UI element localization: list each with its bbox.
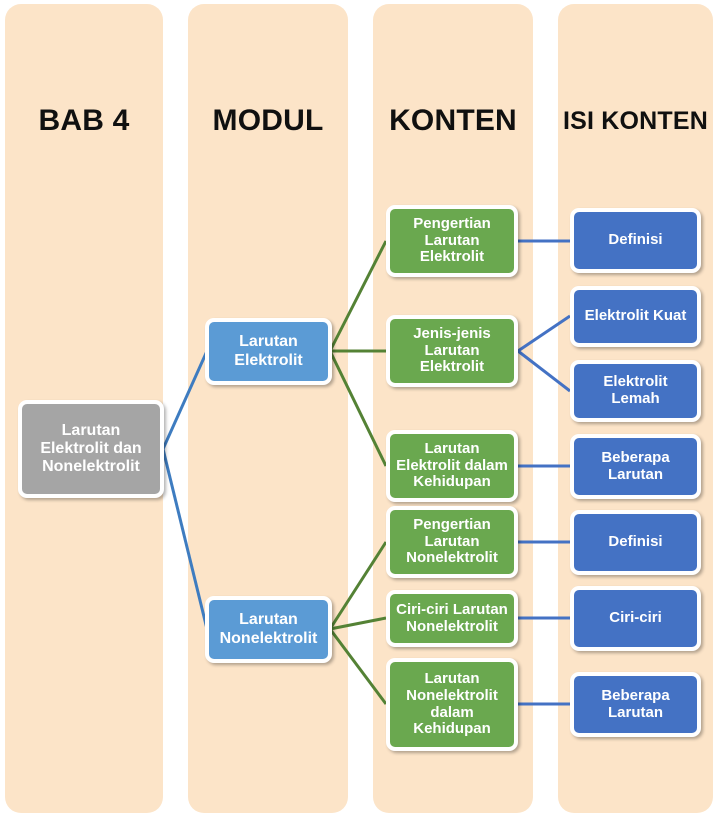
node-konten-pengertian-larutan-nonelektrolit[interactable]: Pengertian Larutan Nonelektrolit [386, 506, 518, 578]
node-konten-jenis-jenis-larutan-elektrolit[interactable]: Jenis-jenis Larutan Elektrolit [386, 315, 518, 387]
node-isi-ciri-ciri[interactable]: Ciri-ciri [570, 586, 701, 651]
column-title-konten: KONTEN [389, 104, 517, 137]
column-title-isi-konten: ISI KONTEN [562, 107, 709, 135]
node-konten-ciri-ciri-larutan-nonelektrolit[interactable]: Ciri-ciri Larutan Nonelektrolit [386, 590, 518, 647]
column-title-bab: BAB 4 [38, 104, 130, 137]
node-konten-larutan-elektrolit-dalam-kehidupan[interactable]: Larutan Elektrolit dalam Kehidupan [386, 430, 518, 502]
node-isi-definisi-nonelektrolit[interactable]: Definisi [570, 510, 701, 575]
node-module-larutan-nonelektrolit[interactable]: Larutan Nonelektrolit [205, 596, 332, 663]
node-konten-pengertian-larutan-elektrolit[interactable]: Pengertian Larutan Elektrolit [386, 205, 518, 277]
node-chapter-larutan-elektrolit-dan-nonelektrolit[interactable]: Larutan Elektrolit dan Nonelektrolit [18, 400, 164, 498]
node-isi-definisi-elektrolit[interactable]: Definisi [570, 208, 701, 273]
node-module-larutan-elektrolit[interactable]: Larutan Elektrolit [205, 318, 332, 385]
column-band-modul [188, 4, 348, 813]
node-konten-larutan-nonelektrolit-dalam-kehidupan[interactable]: Larutan Nonelektrolit dalam Kehidupan [386, 658, 518, 751]
node-isi-beberapa-larutan-nonelektrolit[interactable]: Beberapa Larutan [570, 672, 701, 737]
node-isi-beberapa-larutan-elektrolit[interactable]: Beberapa Larutan [570, 434, 701, 499]
node-isi-elektrolit-kuat[interactable]: Elektrolit Kuat [570, 286, 701, 347]
node-isi-elektrolit-lemah[interactable]: Elektrolit Lemah [570, 360, 701, 422]
column-title-modul: MODUL [212, 104, 324, 137]
